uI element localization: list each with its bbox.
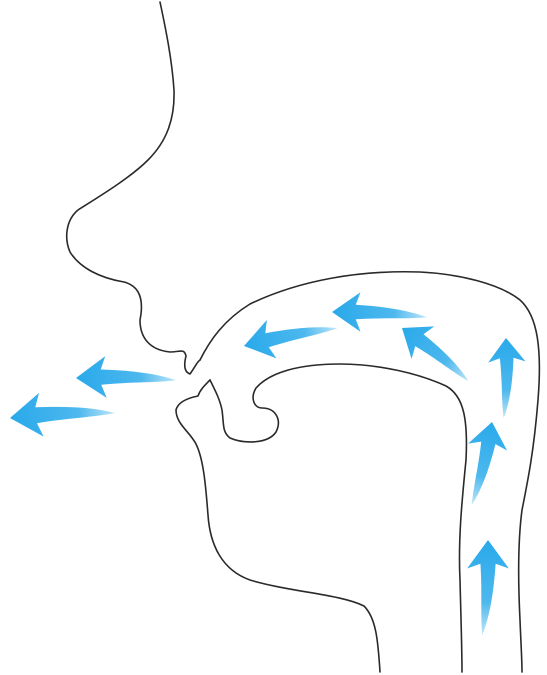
tongue-outline [210, 364, 466, 672]
face-profile-outline [67, 2, 200, 374]
airflow-arrow-pharynx-upper-left [391, 312, 483, 393]
airflow-arrow-pharynx-low [467, 540, 509, 635]
airflow-arrow-mouth-front [239, 304, 341, 365]
airflow-arrow-pharynx-upper-right [487, 337, 527, 418]
airflow-arrow-exit-near [75, 354, 176, 399]
airflow-arrow-mouth-top [332, 292, 427, 332]
airflow-arrows [8, 292, 528, 635]
